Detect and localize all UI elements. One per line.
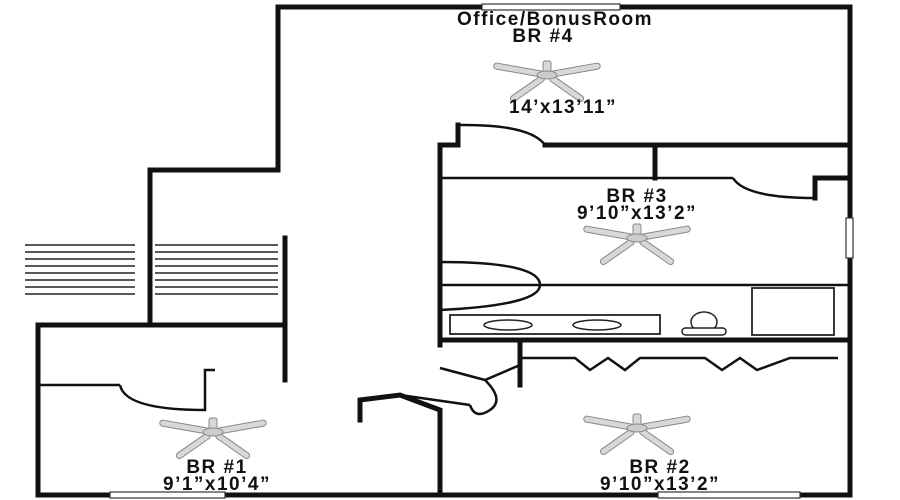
room-name-br2: BR #2 xyxy=(629,457,690,478)
room-br1 xyxy=(35,167,288,499)
room-size-br3: 9’10”x13’2” xyxy=(577,203,697,224)
room-name-office: Office/BonusRoom xyxy=(457,9,653,30)
window-icon xyxy=(845,217,854,259)
room-br2 xyxy=(35,337,853,499)
room-size-br1: 9’1”x10’4” xyxy=(163,474,271,495)
room-office-bonus xyxy=(275,3,854,498)
room-size-office: 14’x13’11” xyxy=(509,97,617,118)
door-swing-icon xyxy=(731,177,816,200)
stairs-icon xyxy=(25,244,278,295)
ceiling-fan-icon xyxy=(158,417,268,461)
window-icon xyxy=(109,491,226,499)
room-name-br3: BR #3 xyxy=(606,186,667,207)
window-icon xyxy=(657,491,801,499)
window-icon xyxy=(481,3,621,11)
bathroom xyxy=(437,287,853,343)
bathtub-icon xyxy=(751,287,835,336)
room-size-br2: 9’10”x13’2” xyxy=(600,474,720,495)
sink-icon xyxy=(572,319,622,331)
room-name-br1: BR #1 xyxy=(186,457,247,478)
door-swing-icon xyxy=(439,363,521,416)
sink-icon xyxy=(449,314,661,335)
sink-icon xyxy=(483,319,533,331)
toilet-icon xyxy=(681,311,727,336)
ceiling-fan-icon xyxy=(582,413,692,457)
door-swing-icon xyxy=(118,368,215,412)
room-br3 xyxy=(439,142,853,312)
door-swing-icon xyxy=(457,123,547,146)
room-name-br4: BR #4 xyxy=(512,26,573,47)
ceiling-fan-icon xyxy=(582,223,692,267)
